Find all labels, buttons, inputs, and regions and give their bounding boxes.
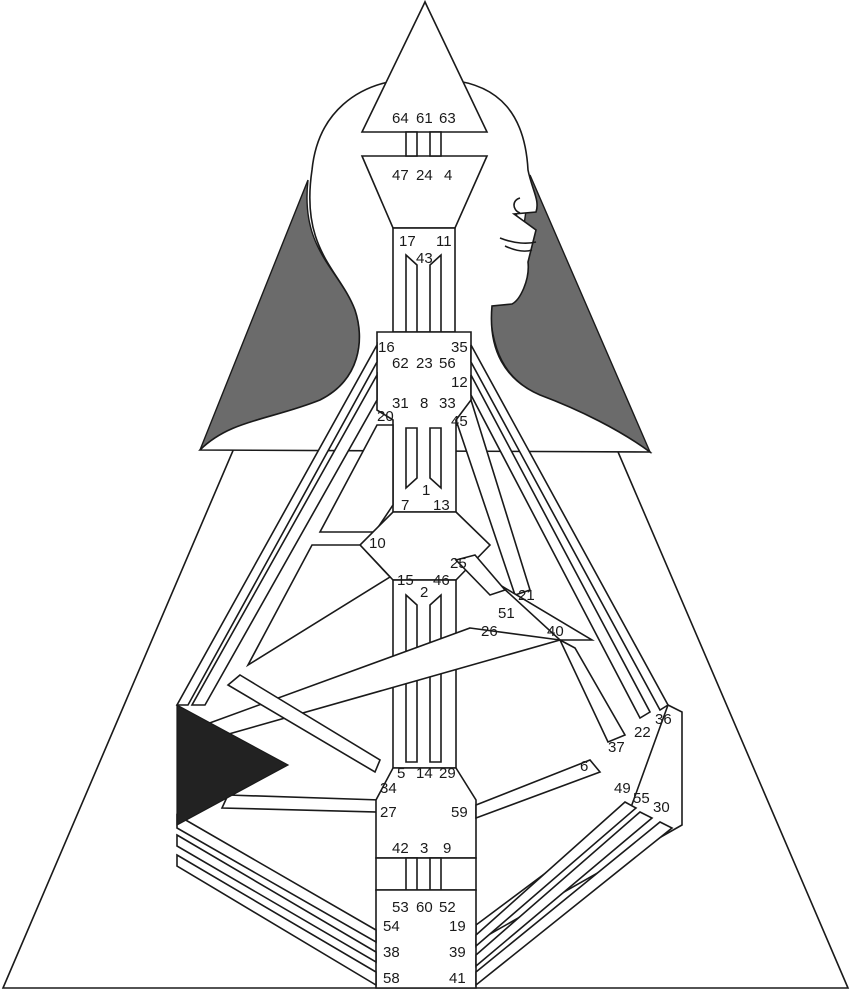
gate-12: 12 (451, 374, 468, 391)
gate-1: 1 (422, 482, 430, 499)
channel-40-37 (558, 638, 627, 744)
gate-2: 2 (420, 584, 428, 601)
gate-7: 7 (401, 497, 409, 514)
gate-42: 42 (392, 840, 409, 857)
channel-10-57 (245, 544, 392, 668)
gate-17: 17 (399, 233, 416, 250)
gate-45: 45 (451, 413, 468, 430)
gate-8: 8 (420, 395, 428, 412)
gate-25: 25 (450, 555, 467, 572)
channel-42-53 (405, 857, 418, 891)
nose (513, 197, 521, 214)
ajna-throat-stem (392, 227, 456, 333)
gate-47: 47 (392, 167, 409, 184)
channel-12-22 (470, 374, 652, 720)
channel-41-30 (475, 821, 674, 987)
gate-58: 58 (383, 970, 400, 987)
channel-33-13 (429, 427, 442, 490)
channel-20-10 (318, 424, 394, 533)
sacral-root-stem (375, 857, 477, 891)
channel-59-6 (475, 759, 602, 820)
head-center (360, 0, 489, 133)
gate-24: 24 (416, 167, 433, 184)
gate-59: 59 (451, 804, 468, 821)
gate-5: 5 (397, 765, 405, 782)
gate-55: 55 (633, 790, 650, 807)
channel-19-49 (475, 801, 638, 948)
gate-29: 29 (439, 765, 456, 782)
gate-46: 46 (433, 572, 450, 589)
gate-39: 39 (449, 944, 466, 961)
gate-3: 3 (420, 840, 428, 857)
gate-56: 56 (439, 355, 456, 372)
gate-54: 54 (383, 918, 400, 935)
mouth (499, 237, 537, 252)
gate-64: 64 (392, 110, 409, 127)
channel-31-7 (405, 427, 418, 490)
gate-23: 23 (416, 355, 433, 372)
gate-63: 63 (439, 110, 456, 127)
gate-11: 11 (436, 233, 452, 250)
channel-16-48 (175, 341, 378, 706)
channel-58-18 (176, 853, 377, 987)
channel-39-55 (475, 811, 654, 968)
channel-35-36 (470, 344, 670, 712)
gate-52: 52 (439, 899, 456, 916)
gate-61: 61 (416, 110, 433, 127)
gate-36: 36 (655, 711, 672, 728)
gate-51: 51 (498, 605, 515, 622)
gate-41: 41 (449, 970, 466, 987)
channel-38-28 (176, 833, 377, 964)
channel-3-60 (429, 857, 442, 891)
gate-labels: 64 61 63 47 24 4 17 43 11 16 62 23 56 35… (369, 110, 672, 987)
gate-27: 27 (380, 804, 397, 821)
channel-61-24 (429, 131, 442, 157)
gate-9: 9 (443, 840, 451, 857)
gate-62: 62 (392, 355, 409, 372)
gate-4: 4 (444, 167, 452, 184)
gate-43: 43 (416, 250, 433, 267)
gate-30: 30 (653, 799, 670, 816)
gate-34: 34 (380, 780, 397, 797)
gate-26: 26 (481, 623, 498, 640)
gate-53: 53 (392, 899, 409, 916)
gate-19: 19 (449, 918, 466, 935)
gate-16: 16 (378, 339, 395, 356)
gate-49: 49 (614, 780, 631, 797)
channel-2-14 (429, 593, 442, 763)
gate-38: 38 (383, 944, 400, 961)
gate-20: 20 (377, 408, 394, 425)
gate-40: 40 (547, 623, 564, 640)
gate-22: 22 (634, 724, 651, 741)
channel-64-47 (405, 131, 418, 157)
channel-45-21 (455, 398, 531, 597)
gate-33: 33 (439, 395, 456, 412)
gate-31: 31 (392, 395, 409, 412)
channel-20-57 (190, 371, 378, 706)
gate-21: 21 (518, 587, 535, 604)
gate-15: 15 (397, 572, 414, 589)
gate-37: 37 (608, 739, 625, 756)
channel-57-34 (226, 674, 382, 774)
gate-13: 13 (433, 497, 450, 514)
gate-35: 35 (451, 339, 468, 356)
gate-14: 14 (416, 765, 433, 782)
heart-center (499, 584, 595, 641)
gate-60: 60 (416, 899, 433, 916)
channel-25-51 (454, 554, 507, 596)
gate-6: 6 (580, 758, 588, 775)
spleen-center (176, 703, 290, 827)
gate-10: 10 (369, 535, 386, 552)
